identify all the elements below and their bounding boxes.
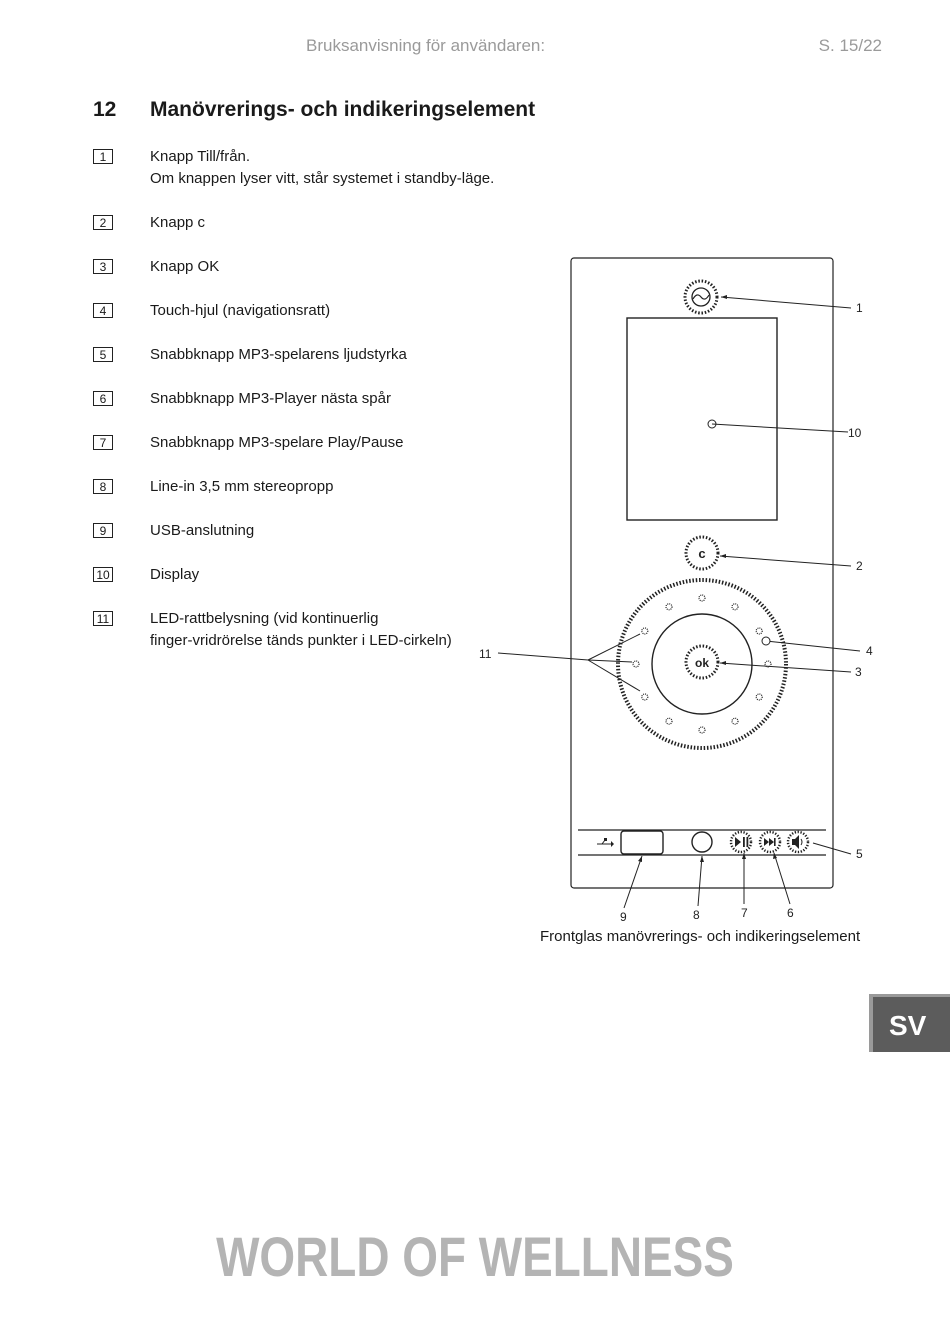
list-item: 4 Touch-hjul (navigationsratt) (93, 300, 513, 322)
brand-logo: WORLD OF WELLNESS (216, 1225, 734, 1288)
item-number-box: 7 (93, 435, 113, 450)
led-dot (665, 717, 673, 725)
led-dot (731, 717, 739, 725)
device-outline (570, 257, 834, 889)
item-number-box: 3 (93, 259, 113, 274)
front-panel-diagram: c ok (479, 257, 873, 924)
item-text: Knapp OK (150, 258, 220, 275)
display (626, 317, 778, 521)
led-dot (641, 627, 649, 635)
callout-2: 2 (856, 559, 863, 573)
item-text: USB-anslutning (150, 522, 255, 539)
button-ok: ok (684, 644, 720, 680)
led-dot (698, 594, 706, 602)
callout-8: 8 (693, 908, 700, 922)
item-number-box: 2 (93, 215, 113, 230)
callout-9: 9 (620, 910, 627, 924)
volume-icon (786, 830, 810, 854)
power-button (683, 279, 719, 315)
led-dot (764, 660, 772, 668)
item-text: Knapp c (150, 214, 206, 231)
led-dot (632, 660, 640, 668)
item-number-box: 11 (93, 611, 113, 626)
led-dot (665, 603, 673, 611)
item-text: Line-in 3,5 mm stereopropp (150, 478, 334, 495)
item-number-box: 4 (93, 303, 113, 318)
led-dot (641, 693, 649, 701)
list-item: 8 Line-in 3,5 mm stereopropp (93, 476, 513, 498)
led-dot (731, 603, 739, 611)
list-item: 1 Knapp Till/från. Om knappen lyser vitt… (93, 146, 513, 190)
list-item: 11 LED-rattbelysning (vid kontinuerlig f… (93, 608, 473, 652)
callout-3: 3 (855, 665, 862, 679)
callout-1: 1 (856, 301, 863, 315)
section-number: 12 (93, 98, 117, 121)
led-dot (755, 627, 763, 635)
touch-wheel (616, 578, 788, 750)
list-item: 5 Snabbknapp MP3-spelarens ljudstyrka (93, 344, 513, 366)
diagram-caption: Frontglas manövrerings- och indikeringse… (540, 928, 861, 945)
item-text: Touch-hjul (navigationsratt) (150, 302, 331, 319)
leader-arrowheads (638, 295, 777, 862)
item-number-box: 1 (93, 149, 113, 164)
button-c: c (684, 535, 720, 571)
usb-port (620, 830, 664, 855)
list-item: 10 Display (93, 564, 513, 586)
led-dots (632, 594, 772, 734)
item-text: LED-rattbelysning (vid kontinuerlig (150, 610, 379, 627)
next-track-icon (758, 830, 782, 854)
callout-7: 7 (741, 906, 748, 920)
led-dot (755, 693, 763, 701)
item-text-line2: Om knappen lyser vitt, står systemet i s… (150, 170, 495, 187)
item-number-box: 5 (93, 347, 113, 362)
item-text: Snabbknapp MP3-Player nästa spår (150, 390, 391, 407)
usb-icon (597, 838, 614, 847)
header-page-number: S. 15/22 (818, 36, 882, 55)
item-text: Knapp Till/från. (150, 148, 251, 165)
leader-lines (497, 296, 861, 909)
list-item: 6 Snabbknapp MP3-Player nästa spår (93, 388, 513, 410)
list-item: 9 USB-anslutning (93, 520, 513, 542)
list-item: 7 Snabbknapp MP3-spelare Play/Pause (93, 432, 513, 454)
callout-11: 11 (479, 647, 492, 661)
play-pause-icon (729, 830, 753, 854)
line-in-jack (691, 831, 713, 853)
callout-5: 5 (856, 847, 863, 861)
led-dot (698, 726, 706, 734)
callout-10: 10 (848, 426, 862, 440)
item-text: Snabbknapp MP3-spelarens ljudstyrka (150, 346, 407, 363)
header-title: Bruksanvisning för användaren: (306, 36, 546, 55)
button-c-label: c (698, 546, 705, 561)
item-text-line2: finger-vridrörelse tänds punkter i LED-c… (150, 632, 452, 649)
list-item: 3 Knapp OK (93, 256, 513, 278)
item-number-box: 6 (93, 391, 113, 406)
item-number-box: 9 (93, 523, 113, 538)
callout-6: 6 (787, 906, 794, 920)
item-number-box: 8 (93, 479, 113, 494)
callout-4: 4 (866, 644, 873, 658)
item-number-box: 10 (93, 567, 113, 582)
section-title: Manövrerings- och indikeringselement (150, 98, 536, 121)
item-text: Snabbknapp MP3-spelare Play/Pause (150, 434, 404, 451)
item-text: Display (150, 566, 200, 583)
button-ok-label: ok (695, 656, 709, 670)
language-tab: SV (869, 994, 950, 1052)
list-item: 2 Knapp c (93, 212, 513, 234)
